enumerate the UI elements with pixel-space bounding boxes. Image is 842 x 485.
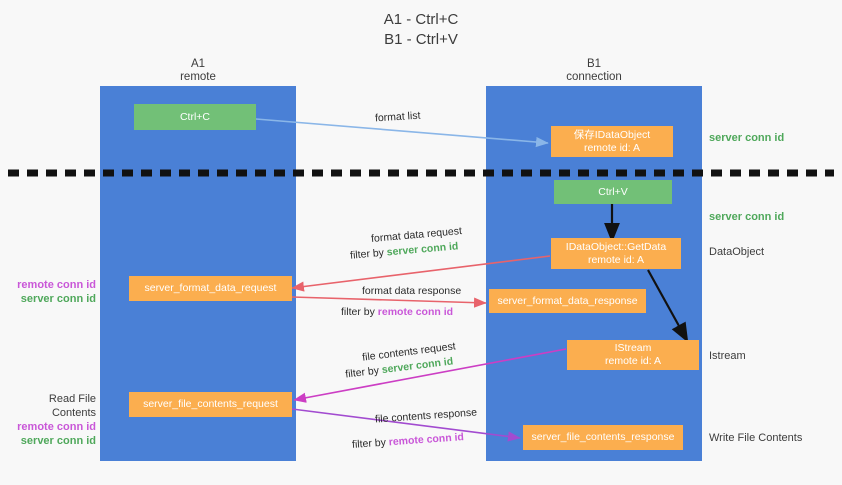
right-label-dataobject: DataObject — [709, 246, 765, 258]
right-label-server-conn-id-1: server conn id — [709, 132, 785, 144]
lane-header-b1: B1 connection — [566, 58, 622, 83]
left-label-remote-conn-id-2: remote conn id — [17, 421, 96, 433]
filter-by-text: filter by — [341, 306, 378, 318]
left-label-server-conn-id-2: server conn id — [20, 435, 96, 447]
node-server-format-data-response[interactable]: server_format_data_response — [489, 289, 646, 313]
node-idataobject-getdata[interactable]: IDataObject::GetData remote id: A — [551, 238, 681, 269]
filter-by-text: filter by — [351, 436, 390, 451]
edge-label-format-data-request-filter: filter by server conn id — [350, 239, 459, 263]
node-server-file-contents-response[interactable]: server_file_contents_response — [523, 425, 683, 450]
edge-label-format-list: format list — [374, 109, 421, 125]
right-label-istream: Istream — [709, 350, 746, 362]
filter-by-text: filter by — [349, 246, 388, 262]
node-ctrl-v[interactable]: Ctrl+V — [554, 180, 672, 204]
node-istream[interactable]: IStream remote id: A — [567, 340, 699, 370]
edge-label-file-contents-response: file contents response — [374, 406, 478, 426]
left-label-server-conn-id-1: server conn id — [20, 293, 96, 305]
page-title: A1 - Ctrl+C B1 - Ctrl+V — [383, 11, 459, 48]
node-save-idataobject[interactable]: 保存IDataObject remote id: A — [551, 126, 673, 157]
filter-by-text: filter by — [344, 364, 383, 381]
node-ctrl-c[interactable]: Ctrl+C — [134, 104, 256, 130]
edge-label-file-contents-response-filter: filter by remote conn id — [352, 430, 465, 453]
node-server-format-data-request[interactable]: server_format_data_request — [129, 276, 292, 301]
remote-conn-id-token: remote conn id — [377, 306, 454, 318]
remote-conn-id-token: remote conn id — [388, 431, 465, 449]
left-label-read-file-contents: Read File Contents — [48, 393, 96, 419]
edge-label-format-data-response-filter: filter by remote conn id — [341, 305, 453, 320]
right-label-write-file-contents: Write File Contents — [709, 432, 803, 444]
node-server-file-contents-request[interactable]: server_file_contents_request — [129, 392, 292, 417]
left-label-file-conn-ids: Read File Contents remote conn id server… — [4, 392, 96, 448]
edge-label-format-data-response: format data response — [362, 285, 462, 297]
lane-header-a1: A1 remote — [180, 58, 216, 83]
left-label-format-conn-ids: remote conn id server conn id — [8, 278, 96, 306]
left-label-remote-conn-id-1: remote conn id — [17, 279, 96, 291]
right-label-server-conn-id-2: server conn id — [709, 211, 785, 223]
